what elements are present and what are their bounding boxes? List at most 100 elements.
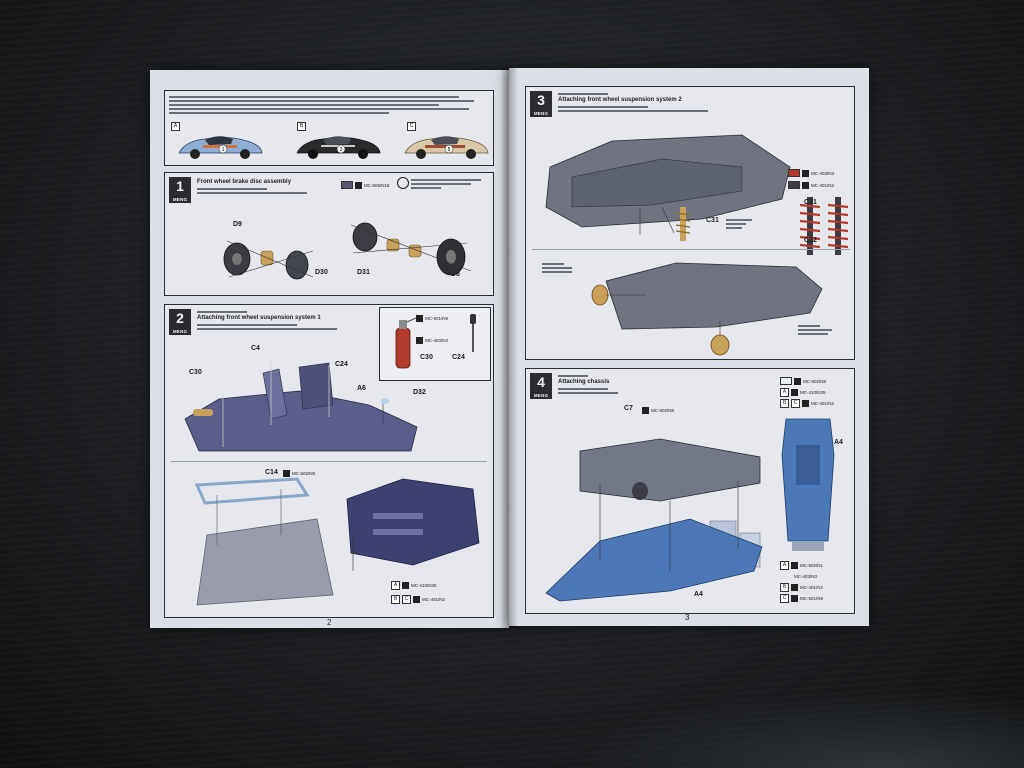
step-1-paint-chip: MC-505/N18 bbox=[341, 181, 390, 189]
part-label-d31: D31 bbox=[357, 269, 370, 276]
step-2-paint-chip-5: MC-502/N8 bbox=[283, 469, 315, 477]
rear-chassis-with-discs-illustration bbox=[591, 262, 823, 356]
left-page-number: 2 bbox=[327, 618, 332, 627]
step-3-paint-chip-2: MC-401/N2 bbox=[788, 181, 834, 189]
part-label-c31: C31 bbox=[706, 217, 719, 224]
step-3-badge: 3 MENG bbox=[530, 91, 552, 117]
step-1-brand: MENG bbox=[172, 197, 188, 202]
part-label-d32: D32 bbox=[413, 389, 426, 396]
left-brake-disc-note-lines bbox=[542, 263, 572, 273]
desk-shadow bbox=[560, 690, 1024, 768]
chassis-frame-lower-illustration bbox=[194, 477, 334, 606]
right-page-number: 3 bbox=[685, 613, 690, 622]
step-1-paint-code: MC-505/N18 bbox=[364, 182, 390, 188]
car-c-number: 5 bbox=[448, 147, 451, 153]
part-label-c30-inset: C30 bbox=[420, 354, 433, 361]
part-label-a4-lower: A4 bbox=[694, 591, 703, 598]
step-2-number: 2 bbox=[176, 310, 184, 326]
option-b-label: B bbox=[297, 122, 306, 131]
step-4-paint-chip-2: A MC-410/N35 bbox=[780, 387, 826, 397]
car-option-a-illustration: 1 bbox=[178, 136, 263, 159]
step-2-panel: 2 MENG Attaching front wheel suspension … bbox=[164, 304, 494, 618]
brake-disc-assembly-left-illustration bbox=[350, 222, 472, 276]
part-label-c24-inset: C24 bbox=[452, 354, 465, 361]
brake-disc-assembly-right-illustration bbox=[223, 240, 314, 280]
step-3-number: 3 bbox=[537, 92, 545, 108]
part-label-c24: C24 bbox=[335, 361, 348, 368]
step-4-brand: MENG bbox=[533, 393, 549, 398]
step-3-panel: 3 MENG Attaching front wheel suspension … bbox=[525, 86, 855, 360]
part-label-c7: C7 bbox=[624, 405, 633, 412]
step-4-number: 4 bbox=[537, 374, 545, 390]
step-3-paint-chip-1: MC-403/N3 bbox=[788, 169, 834, 177]
step-2-title-en: Attaching front wheel suspension system … bbox=[197, 315, 321, 321]
letter-c-box: C bbox=[402, 594, 411, 604]
step-3-title-en: Attaching front wheel suspension system … bbox=[558, 97, 682, 103]
step-4-paint-chip-1: MC-502/N8 bbox=[780, 377, 826, 385]
damper-c32-illustration bbox=[827, 197, 849, 255]
step-4-paint-chip-4: A MC-502/N1 bbox=[780, 560, 823, 570]
letter-a-box: A bbox=[391, 580, 400, 590]
step-2-divider bbox=[171, 461, 487, 462]
front-chassis-purple-illustration bbox=[184, 361, 418, 452]
step-2-paint-chip-2: MC-403/N3 bbox=[416, 336, 448, 344]
step-4-badge: 4 MENG bbox=[530, 373, 552, 399]
step-2-brand: MENG bbox=[172, 329, 188, 334]
step-1-panel: 1 MENG Front wheel brake disc assembly M… bbox=[164, 172, 494, 296]
rear-spring-c31-illustration bbox=[675, 207, 691, 241]
car-a-number: 1 bbox=[222, 147, 225, 153]
option-c-label: C bbox=[407, 122, 416, 131]
booklet-gutter bbox=[500, 68, 518, 628]
no-glue-warning-icon bbox=[397, 177, 409, 189]
car-b-number: 2 bbox=[340, 147, 343, 153]
left-page: A B C 1 2 bbox=[150, 70, 509, 628]
step-2-paint-chip-1: MC-501/N9 bbox=[416, 314, 448, 322]
fire-extinguisher-illustration bbox=[395, 317, 417, 369]
step-2-badge: 2 MENG bbox=[169, 309, 191, 335]
step-1-badge: 1 MENG bbox=[169, 177, 191, 203]
letter-b-box: B bbox=[391, 594, 400, 604]
step-1-number: 1 bbox=[176, 178, 184, 194]
right-page: 3 MENG Attaching front wheel suspension … bbox=[509, 68, 869, 626]
rear-chassis-grey-illustration bbox=[545, 134, 791, 235]
step-1-title: Front wheel brake disc assembly bbox=[197, 179, 347, 194]
step-3-title: Attaching front wheel suspension system … bbox=[558, 93, 758, 112]
step-2-title: Attaching front wheel suspension system … bbox=[197, 311, 367, 330]
step-4-paint-chip-7: C MC-501/N9 bbox=[780, 593, 823, 603]
fire-extinguisher-inset: MC-501/N9 MC-403/N3 C30 C24 bbox=[379, 307, 491, 381]
c31-note-lines bbox=[726, 219, 752, 229]
car-option-c-illustration: 5 bbox=[404, 136, 489, 159]
car-option-b-illustration: 2 bbox=[296, 136, 381, 159]
right-brake-disc-note-lines bbox=[798, 325, 832, 335]
step-4-title: Attaching chassis bbox=[558, 375, 698, 394]
part-label-c14: C14 bbox=[265, 469, 278, 476]
step-3-brand: MENG bbox=[533, 111, 549, 116]
step-4-paint-chip-5: MC-403/N3 bbox=[794, 573, 818, 579]
part-label-d9: D9 bbox=[233, 221, 242, 228]
step-4-title-en: Attaching chassis bbox=[558, 379, 610, 385]
part-label-c30: C30 bbox=[189, 369, 202, 376]
undertray-blue-topview-illustration bbox=[781, 418, 835, 551]
step-2-paint-chip-6: A MC-410/N35 bbox=[391, 580, 437, 590]
step-3-divider bbox=[532, 249, 850, 250]
color-options-panel: A B C 1 2 bbox=[164, 90, 494, 166]
damper-c31-illustration bbox=[799, 197, 821, 255]
part-label-c4: C4 bbox=[251, 345, 260, 352]
undertray-purple-illustration bbox=[346, 478, 480, 571]
no-glue-note-lines bbox=[411, 179, 481, 189]
part-label-c31-damper: C31 bbox=[804, 199, 817, 206]
step-4-panel: 4 MENG Attaching chassis C7 MC-502/N8 bbox=[525, 368, 855, 614]
instruction-text-lines bbox=[169, 94, 487, 116]
step-4-paint-chip-c7: MC-502/N8 bbox=[642, 406, 674, 414]
step-4-paint-chip-6: B MC-401/N2 bbox=[780, 582, 823, 592]
full-chassis-assembly-illustration bbox=[545, 438, 763, 602]
part-label-d30: D30 bbox=[315, 269, 328, 276]
part-label-a4-topview: A4 bbox=[834, 439, 843, 446]
step-1-title-en: Front wheel brake disc assembly bbox=[197, 179, 292, 185]
c24-bottle-illustration bbox=[470, 314, 476, 352]
part-label-c32: C32 bbox=[804, 237, 817, 244]
part-label-a6: A6 bbox=[357, 385, 366, 392]
